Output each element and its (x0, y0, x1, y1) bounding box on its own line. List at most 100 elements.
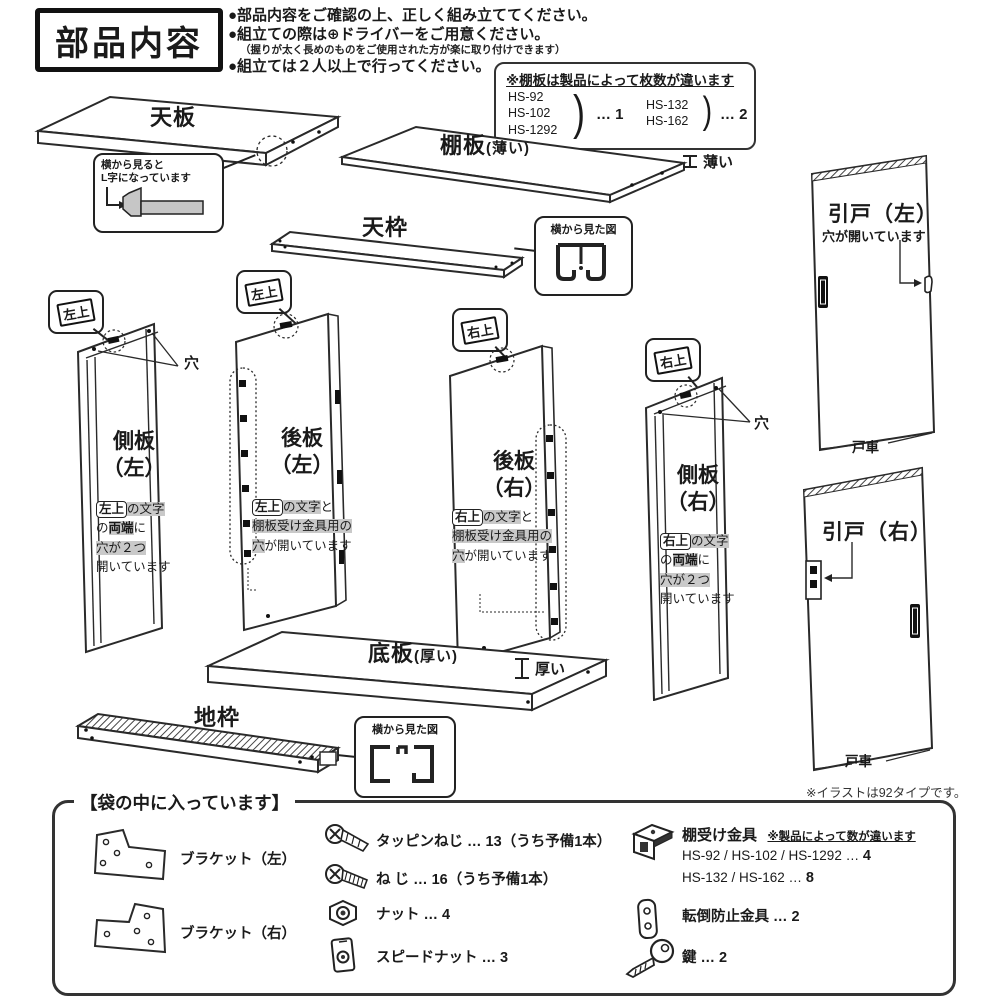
tapping-screw-icon (325, 824, 370, 853)
screw-label: ね じ … 16（うち予備1本） (376, 868, 557, 889)
shelf-bracket-models-1: HS-92 / HS-102 / HS-1292 … (682, 848, 860, 863)
side-panel-left-desc: 左上の文字 の両端に 穴が２つ 開いています (96, 500, 171, 578)
bracket-right-icon (93, 902, 167, 954)
illustration-type-note: ※イラストは92タイプです。 (806, 786, 967, 800)
speed-nut-label: スピードナット … 3 (376, 950, 509, 966)
tapping-screw-label: タッピンねじ … 13（うち予備1本） (376, 830, 611, 851)
shelf-bracket-count-1: 4 (862, 848, 871, 864)
groundframe-sideview-callout: 横から見た図 (354, 716, 456, 798)
back-panel-name: 後板 (281, 427, 323, 450)
topframe-sideview-callout: 横から見た図 (534, 216, 633, 296)
bag-contents-title: 【袋の中に入っています】 (74, 790, 296, 815)
side-panel-name: 側板 (677, 464, 719, 487)
desc-text: が開いています (464, 548, 552, 563)
back-panel-side: （右） (482, 477, 546, 501)
groundframe-profile-icon (370, 745, 434, 783)
nut-icon (329, 899, 357, 927)
model-hs132: HS-132 (646, 98, 689, 112)
ground-frame-label: 地枠 (194, 705, 241, 730)
side-panel-right-desc: 右上の文字 の両端に 穴が２つ 開いています (660, 532, 735, 610)
thick-thickness-icon (515, 658, 529, 679)
thick-label: 厚い (535, 661, 566, 678)
corner-mark-bubble: 左上 (48, 290, 104, 334)
shelf-count-title: ※棚板は製品によって枚数が違います (506, 73, 735, 88)
door-roller-label: 戸車 (845, 754, 872, 769)
back-panel-left-desc: 左上の文字と 棚板受け金具用の 穴が開いています (252, 498, 353, 556)
assembly-note-3: ●組立ては２人以上で行ってください。 (228, 58, 491, 75)
screw-name: ね じ (376, 872, 410, 888)
model-hs92: HS-92 (508, 90, 544, 104)
sideview-title: 横から見た図 (372, 724, 438, 736)
desc-text: と (520, 510, 534, 524)
desc-text: の文字 (283, 500, 321, 514)
model-hs162: HS-162 (646, 114, 689, 129)
brace-2: ) (702, 90, 713, 132)
top-frame-drawing (269, 230, 525, 279)
screw-icon (325, 864, 369, 890)
bottom-panel-drawing (204, 630, 610, 712)
corner-mark-bubble: 左上 (236, 270, 292, 314)
corner-token: 右上 (452, 509, 484, 526)
bracket-left-label: ブラケット（左） (180, 852, 296, 868)
door-roller-label: 戸車 (852, 440, 879, 455)
shelf-panel-label: 棚板(薄い) (440, 128, 530, 160)
sliding-door-right-drawing (802, 466, 934, 772)
desc-text: の (96, 521, 109, 536)
shelf-bracket-count-2: 8 (805, 870, 814, 886)
key-icon (625, 938, 675, 978)
screw-count: … 16（うち予備1本） (413, 872, 558, 888)
sliding-door-right-label: 引戸（右） (822, 521, 932, 544)
hole-label: 穴 (754, 415, 770, 432)
model-hs1292: HS-1292 (508, 122, 558, 137)
side-panel-side: （左） (102, 457, 166, 481)
bottom-panel-label: 底板(厚い) (368, 636, 458, 668)
desc-text: 開いています (660, 592, 735, 607)
sideview-title: 横から見た図 (550, 224, 617, 236)
shelf-bracket-label-row: 棚受け金具 ※製品によって数が違います (682, 824, 916, 845)
desc-text: に (133, 521, 147, 536)
shelf-bracket-note: ※製品によって数が違います (767, 831, 916, 843)
shelf-bracket-icon (631, 823, 675, 861)
sliding-door-left-label: 引戸（左） (828, 203, 938, 226)
topframe-profile-icon (556, 243, 606, 281)
back-panel-right-label: 後板 （右） (478, 448, 550, 503)
side-panel-left-label: 側板 （左） (98, 428, 170, 483)
thin-thickness-icon (683, 155, 697, 168)
shelf-panel-name: 棚板 (440, 133, 487, 158)
shelf-bracket-models-2: HS-132 / HS-162 … (682, 870, 803, 885)
desc-text: 両端 (672, 553, 698, 568)
shelf-count-group2-count: … 2 (720, 106, 748, 123)
tapping-screw-count: … 13（うち予備1本） (467, 834, 612, 850)
bracket-left-icon (93, 828, 167, 881)
thin-label: 薄い (703, 154, 734, 171)
desc-text: の文字 (483, 510, 521, 524)
side-panel-right-label: 側板 （右） (662, 462, 734, 517)
desc-text: 両端 (108, 521, 134, 536)
hole-label: 穴 (184, 355, 200, 372)
desc-text: 棚板受け金具用の (252, 519, 353, 534)
desc-text: 穴 (452, 548, 465, 563)
bottom-panel-thick-sub: (厚い) (414, 648, 459, 665)
sliding-door-left-desc: 穴が開いています (822, 229, 926, 244)
shelf-count-box: ※棚板は製品によって枚数が違います HS-92 HS-102 HS-1292 )… (494, 62, 756, 150)
bag-contents-box (52, 800, 956, 996)
lshape-callout: 横から見ると L字になっています (93, 153, 224, 233)
desc-text: 穴が２つ (96, 540, 147, 555)
back-panel-right-desc: 右上の文字と 棚板受け金具用の 穴が開いています (452, 508, 553, 566)
shelf-count-group2-models: HS-132 HS-162 (646, 97, 688, 130)
shelf-panel-drawing (338, 125, 688, 204)
desc-text: に (697, 553, 711, 568)
lshape-callout-line1: 横から見ると (101, 159, 164, 171)
desc-text: 穴 (252, 538, 265, 553)
nut-label: ナット … 4 (376, 907, 451, 923)
sliding-door-left-drawing (810, 154, 936, 452)
shelf-bracket-count-line1: HS-92 / HS-102 / HS-1292 … 4 (682, 848, 871, 864)
bottom-panel-name: 底板 (368, 641, 415, 666)
key-label: 鍵 … 2 (682, 950, 728, 966)
back-panel-right-drawing (448, 344, 567, 666)
desc-text: 穴が２つ (660, 572, 711, 587)
desc-text: の文字 (691, 534, 729, 548)
brace-1: ) (572, 87, 585, 140)
side-panel-left-drawing (76, 322, 179, 654)
